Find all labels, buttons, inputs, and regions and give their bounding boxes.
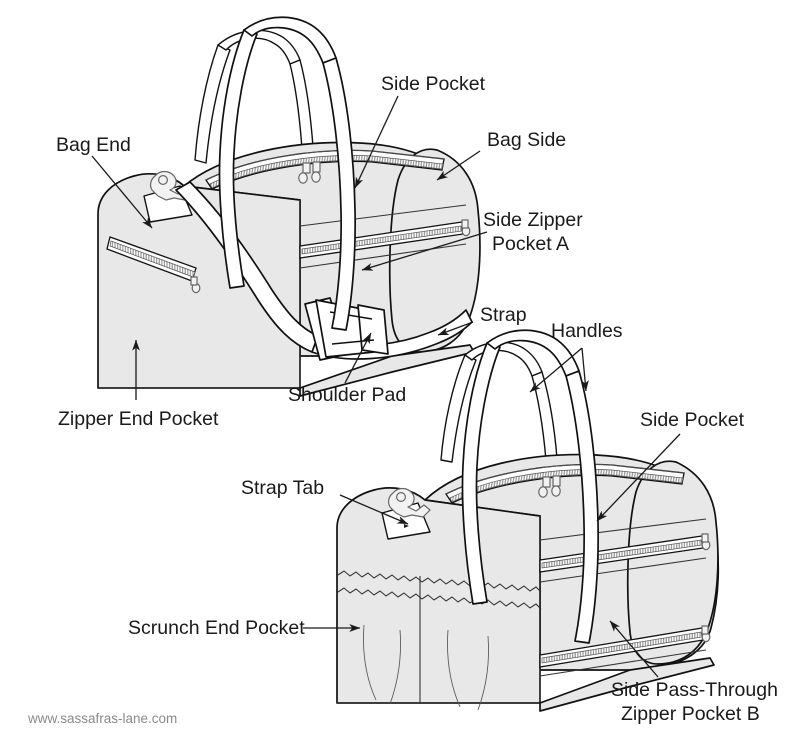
bottom-bag-bottom-gusset bbox=[539, 657, 715, 712]
label-zipper-end-pocket: Zipper End Pocket bbox=[58, 408, 219, 430]
bottom-bag-annotations: Handles Side Pocket Strap Tab Scrunch En… bbox=[128, 320, 778, 725]
label-side-pass-through-b: Side Pass-Through bbox=[611, 679, 778, 701]
bottom-bag-side-pocket-seam bbox=[539, 518, 711, 583]
bottom-bag-front-handle bbox=[461, 329, 600, 644]
label-side-pocket-bottom: Side Pocket bbox=[640, 409, 745, 431]
top-bag-front-handle bbox=[218, 16, 357, 331]
bottom-bag-group: Handles Side Pocket Strap Tab Scrunch En… bbox=[128, 320, 778, 725]
label-handles: Handles bbox=[551, 320, 623, 342]
label-scrunch-end-pocket: Scrunch End Pocket bbox=[128, 617, 305, 639]
top-bag-zipper-pulls bbox=[298, 161, 321, 184]
top-bag-zipper-end-pocket bbox=[106, 236, 201, 294]
label-bag-side: Bag Side bbox=[487, 129, 566, 151]
top-bag-annotations: Bag End Side Pocket Bag Side Side Zipper… bbox=[56, 73, 583, 430]
bottom-bag-zipper-pulls bbox=[538, 475, 561, 498]
bottom-bag-left-end-panel bbox=[336, 487, 541, 704]
label-strap-tab: Strap Tab bbox=[241, 477, 324, 499]
bottom-bag-scrunch-end-pocket bbox=[337, 570, 542, 711]
label-side-pocket-top: Side Pocket bbox=[381, 73, 486, 95]
footer-website: www.sassafras-lane.com bbox=[27, 711, 177, 726]
bottom-bag-rear-handle bbox=[440, 341, 559, 475]
top-bag-rear-handle bbox=[194, 29, 315, 165]
label-bag-end: Bag End bbox=[56, 134, 131, 156]
bottom-bag-pass-through-zipper-b bbox=[539, 625, 711, 677]
label-side-zipper-pocket-a: Side Zipper bbox=[483, 209, 583, 231]
label-strap: Strap bbox=[480, 304, 527, 326]
label-shoulder-pad: Shoulder Pad bbox=[288, 384, 406, 406]
top-bag-group: Bag End Side Pocket Bag Side Side Zipper… bbox=[56, 16, 583, 430]
label-side-pass-through-b-line2: Zipper Pocket B bbox=[621, 703, 760, 725]
label-side-zipper-pocket-a-line2: Pocket A bbox=[492, 233, 569, 255]
